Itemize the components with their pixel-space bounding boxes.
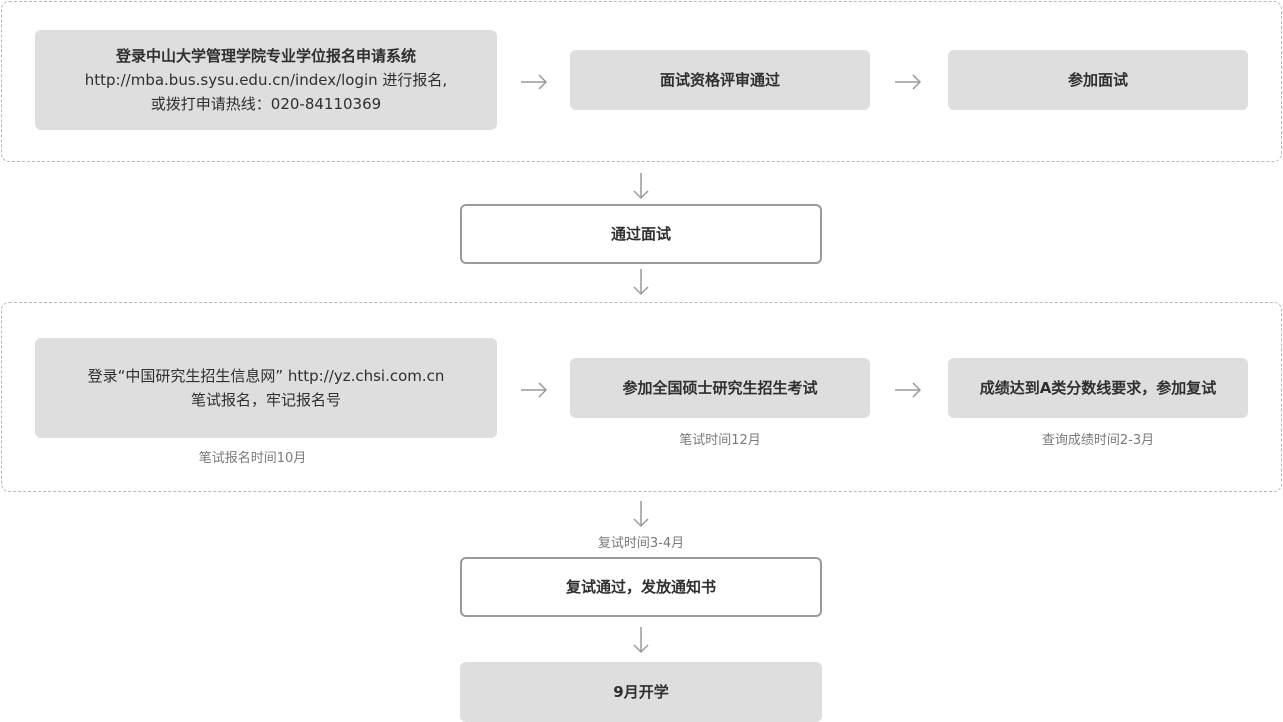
right-arrow-icon [895,74,922,90]
step-register-chsi-line2: 笔试报名，牢记报名号 [190,391,341,409]
step-register-chsi-line1: 登录“中国研究生招生信息网” http://yz.chsi.com.cn [87,367,445,385]
step-register-sysu-line3: 或拨打申请热线：020-84110369 [150,95,382,113]
right-arrow-icon [895,382,922,398]
exam-group [1,302,1282,492]
step-attend-interview-label: 参加面试 [1067,71,1128,89]
step-pass-interview: 通过面试 [460,204,822,264]
step-pass-interview-label: 通过面试 [610,225,671,243]
step-register-sysu-line2: http://mba.bus.sysu.edu.cn/index/login 进… [84,71,448,89]
step-pass-retest-label: 复试通过，发放通知书 [565,578,716,596]
step-register-sysu: 登录中山大学管理学院专业学位报名申请系统 http://mba.bus.sysu… [35,30,497,130]
step-score-retest-note: 查询成绩时间2-3月 [1041,433,1155,448]
step-register-chsi-note: 笔试报名时间10月 [198,451,307,466]
down-arrow-icon [633,627,649,654]
step-national-exam-note: 笔试时间12月 [679,433,761,448]
down-arrow-icon [633,173,649,200]
step-score-retest: 成绩达到A类分数线要求，参加复试 [948,358,1248,418]
application-group [1,1,1282,162]
step-interview-qualification-label: 面试资格评审通过 [659,71,780,89]
right-arrow-icon [521,74,548,90]
step-interview-qualification: 面试资格评审通过 [570,50,870,110]
down-arrow-icon [633,501,649,528]
right-arrow-icon [521,382,548,398]
step-score-retest-label: 成绩达到A类分数线要求，参加复试 [979,379,1217,397]
step-national-exam: 参加全国硕士研究生招生考试 [570,358,870,418]
step-register-sysu-line1: 登录中山大学管理学院专业学位报名申请系统 [115,47,416,65]
step-enrollment: 9月开学 [460,662,822,722]
step-register-chsi: 登录“中国研究生招生信息网” http://yz.chsi.com.cn 笔试报… [35,338,497,438]
retest-time-note: 复试时间3-4月 [597,536,685,551]
step-pass-retest: 复试通过，发放通知书 [460,557,822,617]
down-arrow-icon [633,269,649,296]
step-enrollment-label: 9月开学 [613,683,669,701]
step-attend-interview: 参加面试 [948,50,1248,110]
step-national-exam-label: 参加全国硕士研究生招生考试 [622,379,818,397]
